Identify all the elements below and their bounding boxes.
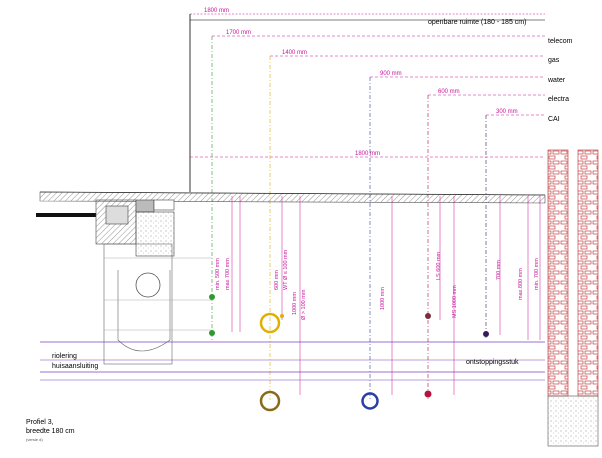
gas-offset: 1400 mm [282, 50, 307, 56]
caption-width: breedte 180 cm [26, 428, 75, 435]
telecom-cable-lower [209, 330, 215, 336]
gas-label: gas [548, 57, 560, 64]
gas-wt-label: WT Ø ≤ 100 mm [283, 249, 289, 290]
utility-markers [209, 294, 489, 412]
gas-valve [280, 314, 284, 318]
caption-title: Profiel 3, [26, 419, 54, 426]
telecom-offset: 1700 mm [226, 30, 251, 36]
driveway-edge [36, 213, 96, 217]
gas-deep-label: 1000 mm [292, 292, 298, 315]
caption-note: (versie d) [26, 437, 43, 442]
utility-labels: telecom gas water electra CAI [547, 38, 573, 123]
electra-ms-cable [424, 390, 432, 398]
gas-gt-label: Ø > 100 mm [301, 289, 307, 320]
kerb-structure [95, 199, 212, 365]
water-pipe [361, 392, 379, 410]
cai-label: CAI [548, 116, 560, 123]
total-width-label: 1800 mm [204, 8, 229, 14]
lower-width-label: 1800 mm [355, 151, 380, 157]
water-label: water [547, 77, 566, 84]
vertical-dimension-labels: min. 500 mm max 700 mm 600 mm WT Ø ≤ 100… [215, 249, 540, 320]
telecom-max-label: max 700 mm [225, 258, 231, 290]
gas-pipe-small [259, 312, 281, 334]
cai-depth-label: 700 mm [496, 260, 502, 280]
utility-verticals [211, 36, 487, 400]
surface-line [39, 191, 546, 196]
electra-ls-label: LS 600 mm [436, 251, 442, 280]
water-offset: 900 mm [380, 71, 402, 77]
cai-cable [483, 331, 489, 337]
water-depth-label: 1000 mm [380, 287, 386, 310]
kerb-min-label: min. 700 mm [534, 258, 540, 290]
electra-offset: 600 mm [438, 89, 460, 95]
ontstoppingsstuk-label: ontstoppingsstuk [466, 359, 519, 366]
electra-label: electra [548, 96, 569, 103]
kerb-max-label: max.800 mm [518, 268, 524, 300]
telecom-min-label: min. 500 mm [215, 258, 221, 290]
telecom-cable-upper [209, 294, 215, 300]
facade-wall [547, 149, 599, 447]
open-space-label: openbare ruimte (180 - 185 cm) [428, 19, 526, 26]
depth-guides [231, 196, 541, 395]
cai-offset: 300 mm [496, 109, 518, 115]
electra-ms-label: MS 1000 mm [452, 285, 458, 318]
gas-pipe-large [259, 390, 281, 412]
riolering-label: riolering [52, 353, 77, 360]
sewer-lines: riolering huisaansluiting ontstoppingsst… [40, 341, 545, 381]
huisaansluiting-label: huisaansluiting [52, 363, 98, 370]
gas-main-label: 600 mm [274, 270, 280, 290]
telecom-label: telecom [548, 38, 573, 45]
electra-ls-cable [425, 313, 431, 319]
utility-offsets: 1700 mm 1400 mm 900 mm 600 mm 300 mm [212, 30, 545, 116]
